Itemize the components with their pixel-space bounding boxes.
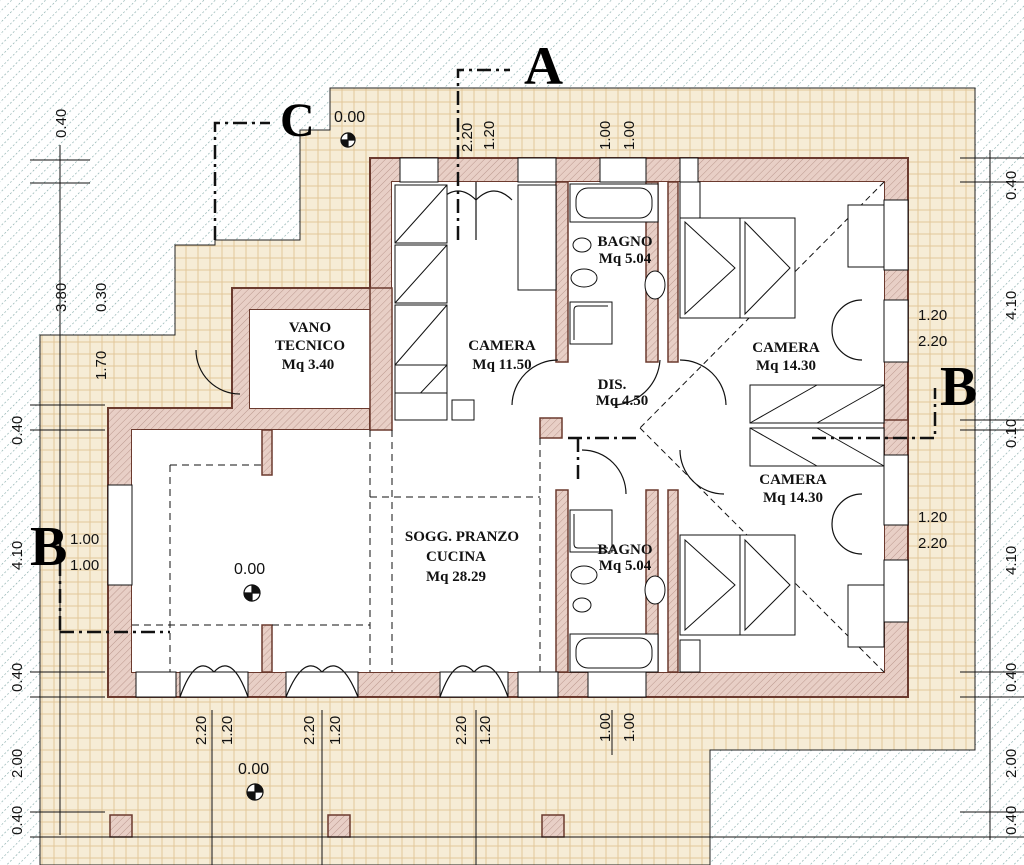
- dim-right-6: 0.40: [1003, 806, 1020, 835]
- dimension-lines: [30, 145, 1024, 865]
- dim-bottom-1: 1.20: [219, 716, 236, 745]
- dim-left-1: 3.80: [53, 283, 70, 312]
- dim-top-0: 2.20: [459, 123, 476, 152]
- dashed-lines: [132, 430, 541, 672]
- bagno-2-area: Mq 5.04: [599, 558, 652, 574]
- dim-bottom-0: 2.20: [193, 716, 210, 745]
- camera-2-name: CAMERA: [752, 340, 820, 356]
- dim-left-0: 0.40: [53, 109, 70, 138]
- dim-window-right-2-b: 2.20: [918, 535, 947, 552]
- porch-column: [541, 814, 565, 838]
- dim-right-4: 0.40: [1003, 663, 1020, 692]
- soggiorno-name1: SOGG. PRANZO: [405, 529, 519, 545]
- vano-tecnico-name1: VANO: [289, 320, 331, 336]
- camera-2-area: Mq 14.30: [756, 358, 816, 374]
- level-top: 0.00: [334, 109, 365, 126]
- dim-bottom-7: 1.00: [621, 713, 638, 742]
- dim-window-right-2-a: 1.20: [918, 509, 947, 526]
- dim-right-3: 4.10: [1003, 546, 1020, 575]
- section-c-top: C: [280, 94, 315, 147]
- porch-column: [327, 814, 351, 838]
- porch-column: [109, 814, 133, 838]
- dim-window-right-1-a: 1.20: [918, 307, 947, 324]
- section-a-top: A: [524, 36, 563, 96]
- vano-tecnico-name2: TECNICO: [275, 338, 345, 354]
- dis-name: DIS.: [598, 377, 627, 393]
- soggiorno-area: Mq 28.29: [426, 569, 486, 585]
- dim-bottom-3: 1.20: [327, 716, 344, 745]
- bagno-1-area: Mq 5.04: [599, 251, 652, 267]
- level-living: 0.00: [234, 561, 265, 578]
- vano-floor: [250, 310, 370, 408]
- camera-1-area: Mq 11.50: [472, 357, 531, 373]
- dim-bottom-5: 1.20: [477, 716, 494, 745]
- camera-3-name: CAMERA: [759, 472, 827, 488]
- level-bottom: 0.00: [238, 761, 269, 778]
- bed: [679, 181, 885, 673]
- dim-left-4: 0.40: [9, 416, 26, 445]
- dim-left-3: 1.70: [93, 351, 110, 380]
- dim-bottom-6: 1.00: [597, 713, 614, 742]
- dim-top-3: 1.00: [621, 121, 638, 150]
- dim-left-8: 0.40: [9, 806, 26, 835]
- section-b-left: B: [30, 516, 67, 578]
- dim-window-left-b: 1.00: [70, 557, 99, 574]
- bagno-2-name: BAGNO: [597, 542, 652, 558]
- dim-bottom-2: 2.20: [301, 716, 318, 745]
- windows: [107, 157, 909, 698]
- dis-area: Mq 4.50: [596, 393, 649, 409]
- dim-window-left-a: 1.00: [70, 531, 99, 548]
- bagno-1-name: BAGNO: [597, 234, 652, 250]
- dim-right-5: 2.00: [1003, 749, 1020, 778]
- dim-right-1: 4.10: [1003, 291, 1020, 320]
- dim-left-2: 0.30: [93, 283, 110, 312]
- dim-left-5: 4.10: [9, 541, 26, 570]
- dim-right-2: 0.10: [1003, 419, 1020, 448]
- dim-top-2: 1.00: [597, 121, 614, 150]
- camera-3-area: Mq 14.30: [763, 490, 823, 506]
- vano-tecnico-area: Mq 3.40: [282, 357, 335, 373]
- wardrobe: [394, 184, 885, 467]
- level-markers: [243, 132, 356, 801]
- soggiorno-name2: CUCINA: [426, 549, 486, 565]
- dim-window-right-1-b: 2.20: [918, 333, 947, 350]
- dim-bottom-4: 2.20: [453, 716, 470, 745]
- section-b-right: B: [940, 356, 977, 418]
- dim-top-1: 1.20: [481, 121, 498, 150]
- dim-left-7: 2.00: [9, 749, 26, 778]
- dim-right-0: 0.40: [1003, 171, 1020, 200]
- camera-1-name: CAMERA: [468, 338, 536, 354]
- dim-left-6: 0.40: [9, 663, 26, 692]
- bathroom-fixtures: [569, 183, 666, 673]
